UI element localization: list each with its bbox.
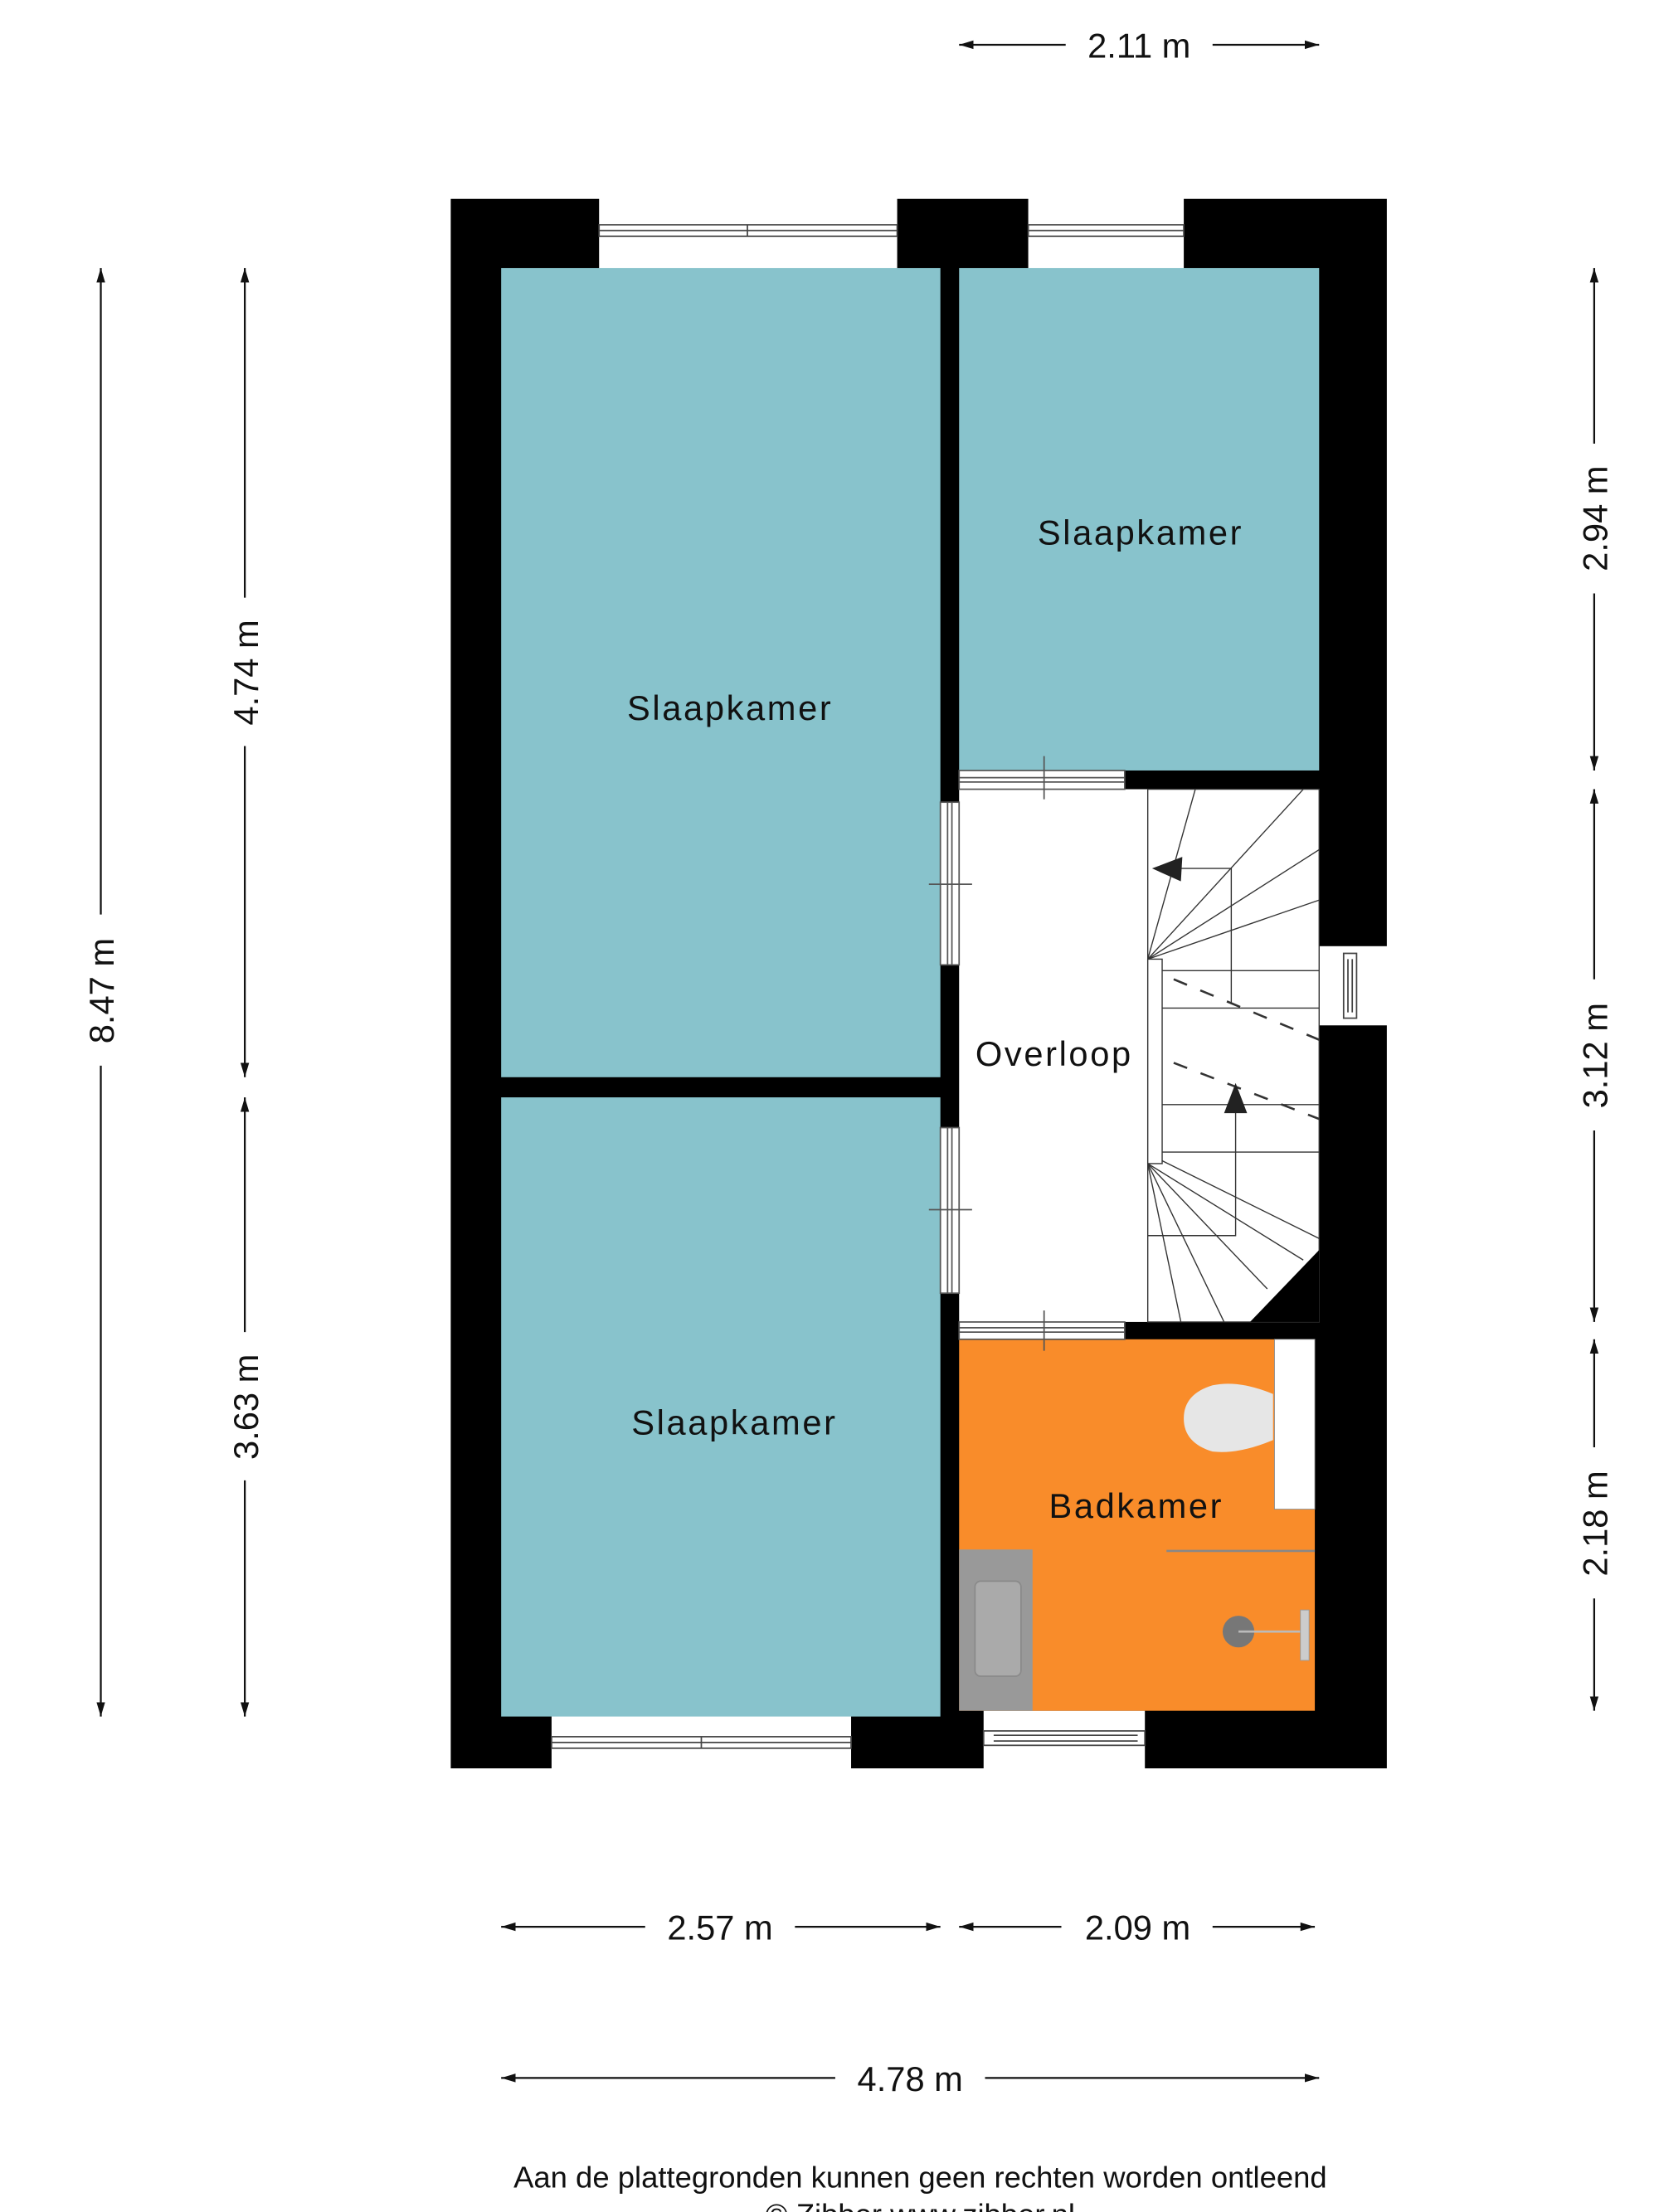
label-bathroom: Badkamer bbox=[1048, 1486, 1224, 1525]
dim-right-middle: 3.12 m bbox=[1576, 1003, 1615, 1108]
dim-right-lower: 2.18 m bbox=[1576, 1471, 1615, 1576]
toilet-icon bbox=[1184, 1383, 1273, 1452]
sink-icon bbox=[974, 1580, 1022, 1677]
dim-right-upper: 2.94 m bbox=[1576, 465, 1615, 571]
label-bedroom-left-bottom: Slaapkamer bbox=[631, 1403, 837, 1441]
dim-left-lower: 3.63 m bbox=[226, 1354, 265, 1460]
room-bedroom-left-bottom bbox=[501, 1097, 941, 1717]
label-bedroom-left-top: Slaapkamer bbox=[627, 688, 833, 727]
dim-bottom-left: 2.57 m bbox=[667, 1908, 772, 1947]
label-landing: Overloop bbox=[975, 1034, 1133, 1073]
window-bottom bbox=[551, 1730, 1146, 1749]
dim-bottom-total: 4.78 m bbox=[858, 2059, 963, 2098]
stair-corner bbox=[1249, 1250, 1320, 1322]
room-bedroom-left-top bbox=[501, 268, 941, 1077]
window-top bbox=[598, 224, 1185, 237]
shower-tap-icon bbox=[1300, 1609, 1310, 1661]
footer-copyright: © Zibber www.zibber.nl bbox=[766, 2197, 1075, 2212]
stair-arrow-left-icon bbox=[1151, 857, 1183, 882]
footer-disclaimer: Aan de plattegronden kunnen geen rechten… bbox=[513, 2160, 1327, 2194]
dimension-lines bbox=[96, 40, 1599, 2083]
label-bedroom-right-top: Slaapkamer bbox=[1038, 513, 1243, 552]
dim-top: 2.11 m bbox=[1087, 27, 1190, 66]
stair-arrow-up-icon bbox=[1224, 1082, 1248, 1114]
window-right bbox=[1342, 952, 1358, 1019]
dim-bottom-right: 2.09 m bbox=[1085, 1908, 1190, 1947]
room-bedroom-right-top bbox=[959, 268, 1320, 771]
doors bbox=[928, 756, 1126, 1351]
toilet-wall-box bbox=[1274, 1339, 1316, 1510]
dim-left-upper: 4.74 m bbox=[226, 620, 265, 725]
dim-left-total: 8.47 m bbox=[82, 938, 121, 1043]
